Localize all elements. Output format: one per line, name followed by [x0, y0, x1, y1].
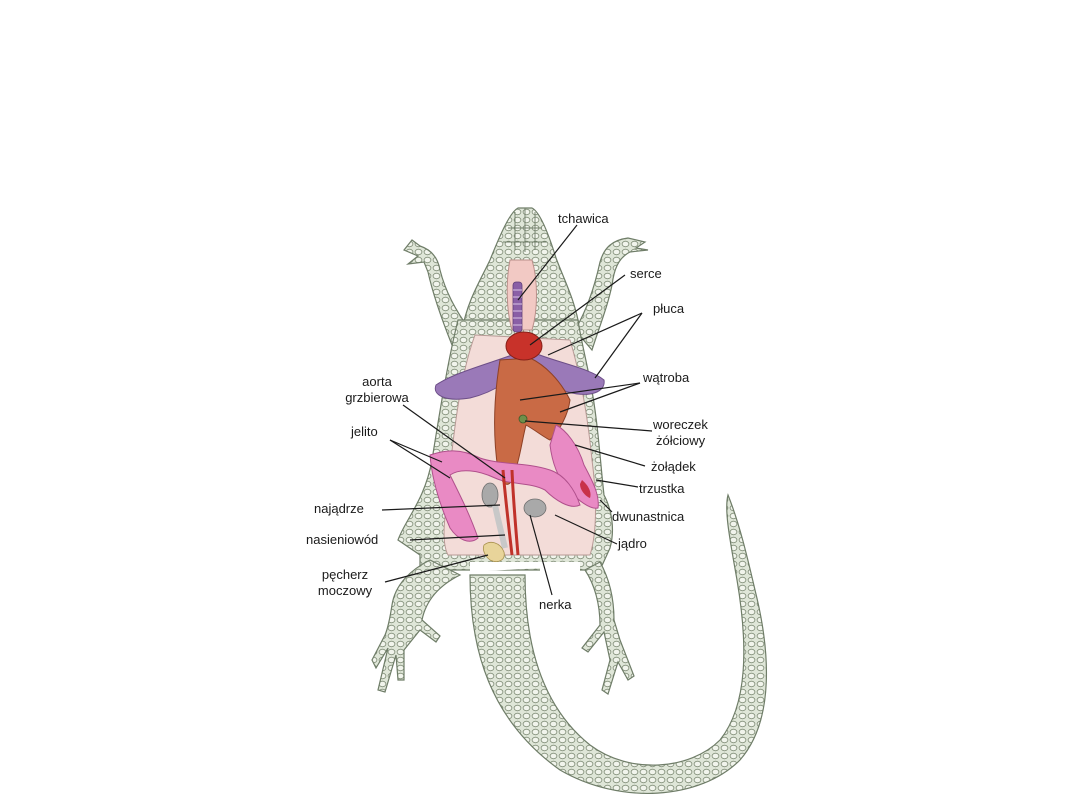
cloaca-gap	[470, 562, 580, 578]
tail	[469, 493, 768, 794]
trachea	[512, 281, 523, 333]
urinary-bladder	[482, 541, 505, 562]
testis-right	[523, 498, 547, 518]
label-woreczek-line2: żółciowy	[656, 433, 706, 448]
left-hind-leg	[371, 559, 462, 693]
intestine	[429, 450, 581, 542]
gallbladder	[518, 414, 528, 424]
epididymis	[492, 504, 508, 549]
label-pluca: płuca	[653, 301, 685, 316]
label-nasieniowod: nasieniowód	[306, 532, 379, 547]
label-nerka: nerka	[539, 597, 572, 612]
label-dwunastnica: dwunastnica	[612, 509, 685, 524]
label-najadrze: najądrze	[314, 501, 364, 516]
leader-lines	[381, 224, 653, 596]
label-aorta-line1: aorta	[362, 374, 392, 389]
label-watroba: wątroba	[643, 370, 690, 385]
label-jadro: jądro	[618, 536, 647, 551]
label-zoladek: żołądek	[651, 459, 696, 474]
label-pecherz-line2: moczowy	[317, 583, 373, 598]
label-jelito: jelito	[351, 424, 378, 439]
label-woreczek-line1: woreczek	[653, 417, 708, 432]
right-hind-leg	[581, 561, 635, 695]
heart	[505, 331, 543, 361]
label-aorta-line2: grzbierowa	[345, 390, 409, 405]
head-plates	[503, 208, 547, 252]
label-serce: serce	[630, 266, 662, 281]
right-front-leg	[574, 237, 649, 352]
label-trzustka: trzustka	[639, 481, 685, 496]
label-tchawica: tchawica	[558, 211, 609, 226]
pancreas	[580, 480, 591, 498]
left-front-leg	[403, 239, 471, 346]
testis-left	[481, 482, 499, 508]
label-pecherz-line1: pęcherz	[321, 567, 369, 582]
